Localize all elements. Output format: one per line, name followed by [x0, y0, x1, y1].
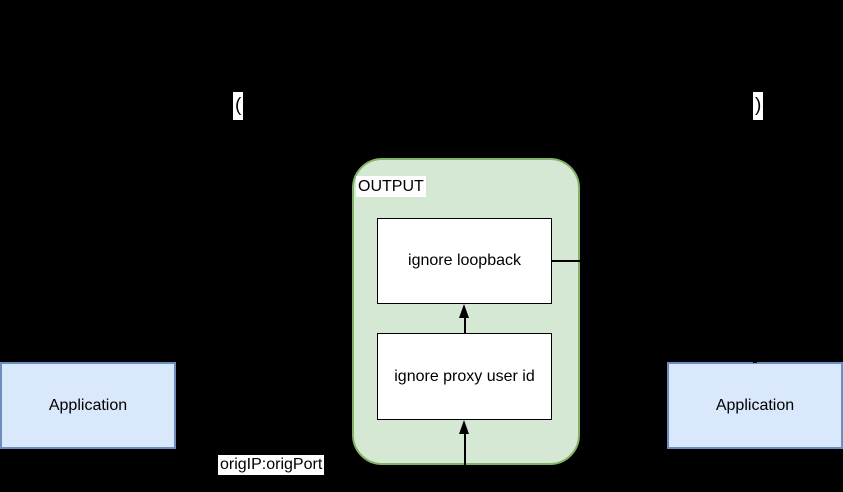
edge-label-paren-close: ) — [753, 92, 764, 120]
arrowhead-up-icon — [459, 420, 469, 434]
arrowhead-up-icon — [459, 304, 469, 318]
application-label-left: Application — [48, 396, 128, 414]
output-chain-title: OUTPUT — [356, 176, 426, 197]
rule-label-ignore-loopback: ignore loopback — [408, 252, 521, 269]
application-box-left: Application — [0, 362, 176, 449]
application-label-right: Application — [715, 396, 795, 414]
rule-box-ignore-loopback: ignore loopback — [377, 218, 552, 304]
edge-label-source-endpoint: origIP:origPort — [218, 455, 325, 475]
application-box-right: Application — [667, 362, 843, 449]
connector-proxy-to-loopback — [464, 317, 466, 333]
connector-into-proxy-rule — [464, 433, 466, 467]
rule-label-ignore-proxy-user-id: ignore proxy user id — [394, 367, 535, 385]
arrow-tip-right-application — [753, 359, 757, 363]
edge-label-paren-open: ( — [233, 92, 244, 120]
rule-box-ignore-proxy-user-id: ignore proxy user id — [377, 333, 552, 420]
connector-loopback-out — [552, 260, 582, 262]
